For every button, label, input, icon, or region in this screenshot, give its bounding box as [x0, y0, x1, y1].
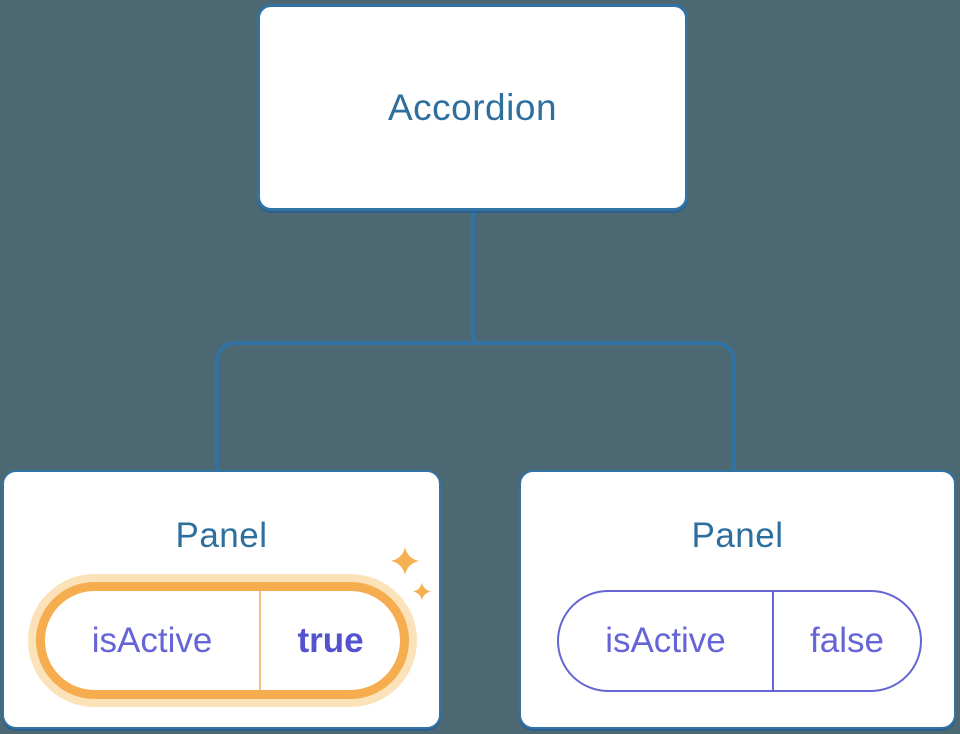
panel-node-active: Panel isActive true	[2, 470, 441, 729]
panel-node-inactive: Panel isActive false	[519, 470, 956, 729]
accordion-node-label: Accordion	[387, 86, 558, 128]
state-pill-active: isActive true	[36, 582, 409, 699]
state-pill-highlight-ring: isActive true	[28, 574, 417, 707]
state-value: true	[259, 591, 400, 690]
accordion-node: Accordion	[257, 4, 688, 211]
connector-stem	[471, 209, 475, 345]
panel-node-label: Panel	[691, 516, 784, 555]
state-pill-inactive: isActive false	[557, 590, 922, 692]
state-key: isActive	[91, 620, 213, 660]
connector-branch	[215, 341, 736, 470]
state-key: isActive	[605, 621, 726, 660]
panel-node-label: Panel	[175, 516, 268, 555]
state-value: false	[771, 592, 920, 690]
